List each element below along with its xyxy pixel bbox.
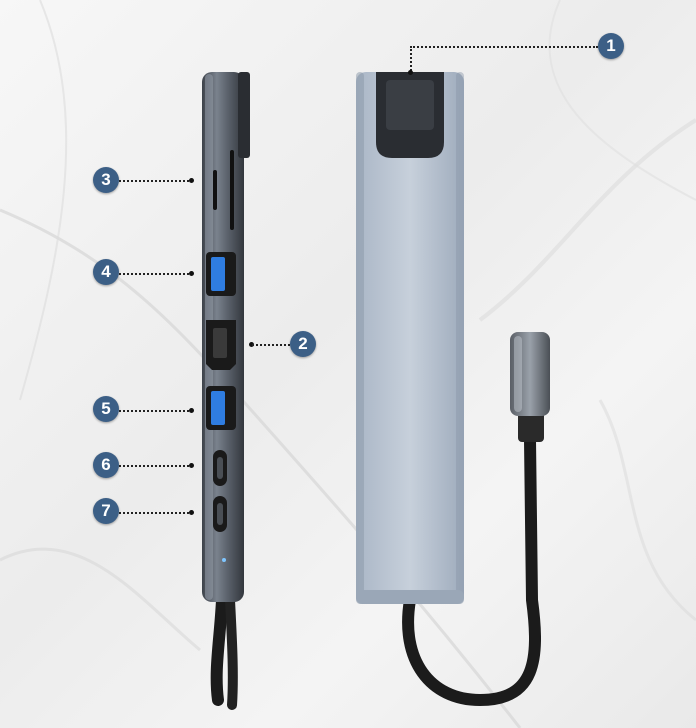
- top-hub: [356, 72, 464, 604]
- card-slot-icon: [230, 150, 234, 230]
- callout-badge-7: 7: [93, 498, 119, 524]
- callout-badge-3: 3: [93, 167, 119, 193]
- card-slot-icon: [213, 170, 217, 210]
- side-hub: [202, 72, 250, 602]
- callout-badge-5: 5: [93, 396, 119, 422]
- top-hub-cable: [402, 332, 550, 707]
- side-hub-cable: [210, 594, 238, 710]
- callout-badge-6: 6: [93, 452, 119, 478]
- callout-badge-2: 2: [290, 331, 316, 357]
- callout-badge-4: 4: [93, 259, 119, 285]
- callout-badge-1: 1: [598, 33, 624, 59]
